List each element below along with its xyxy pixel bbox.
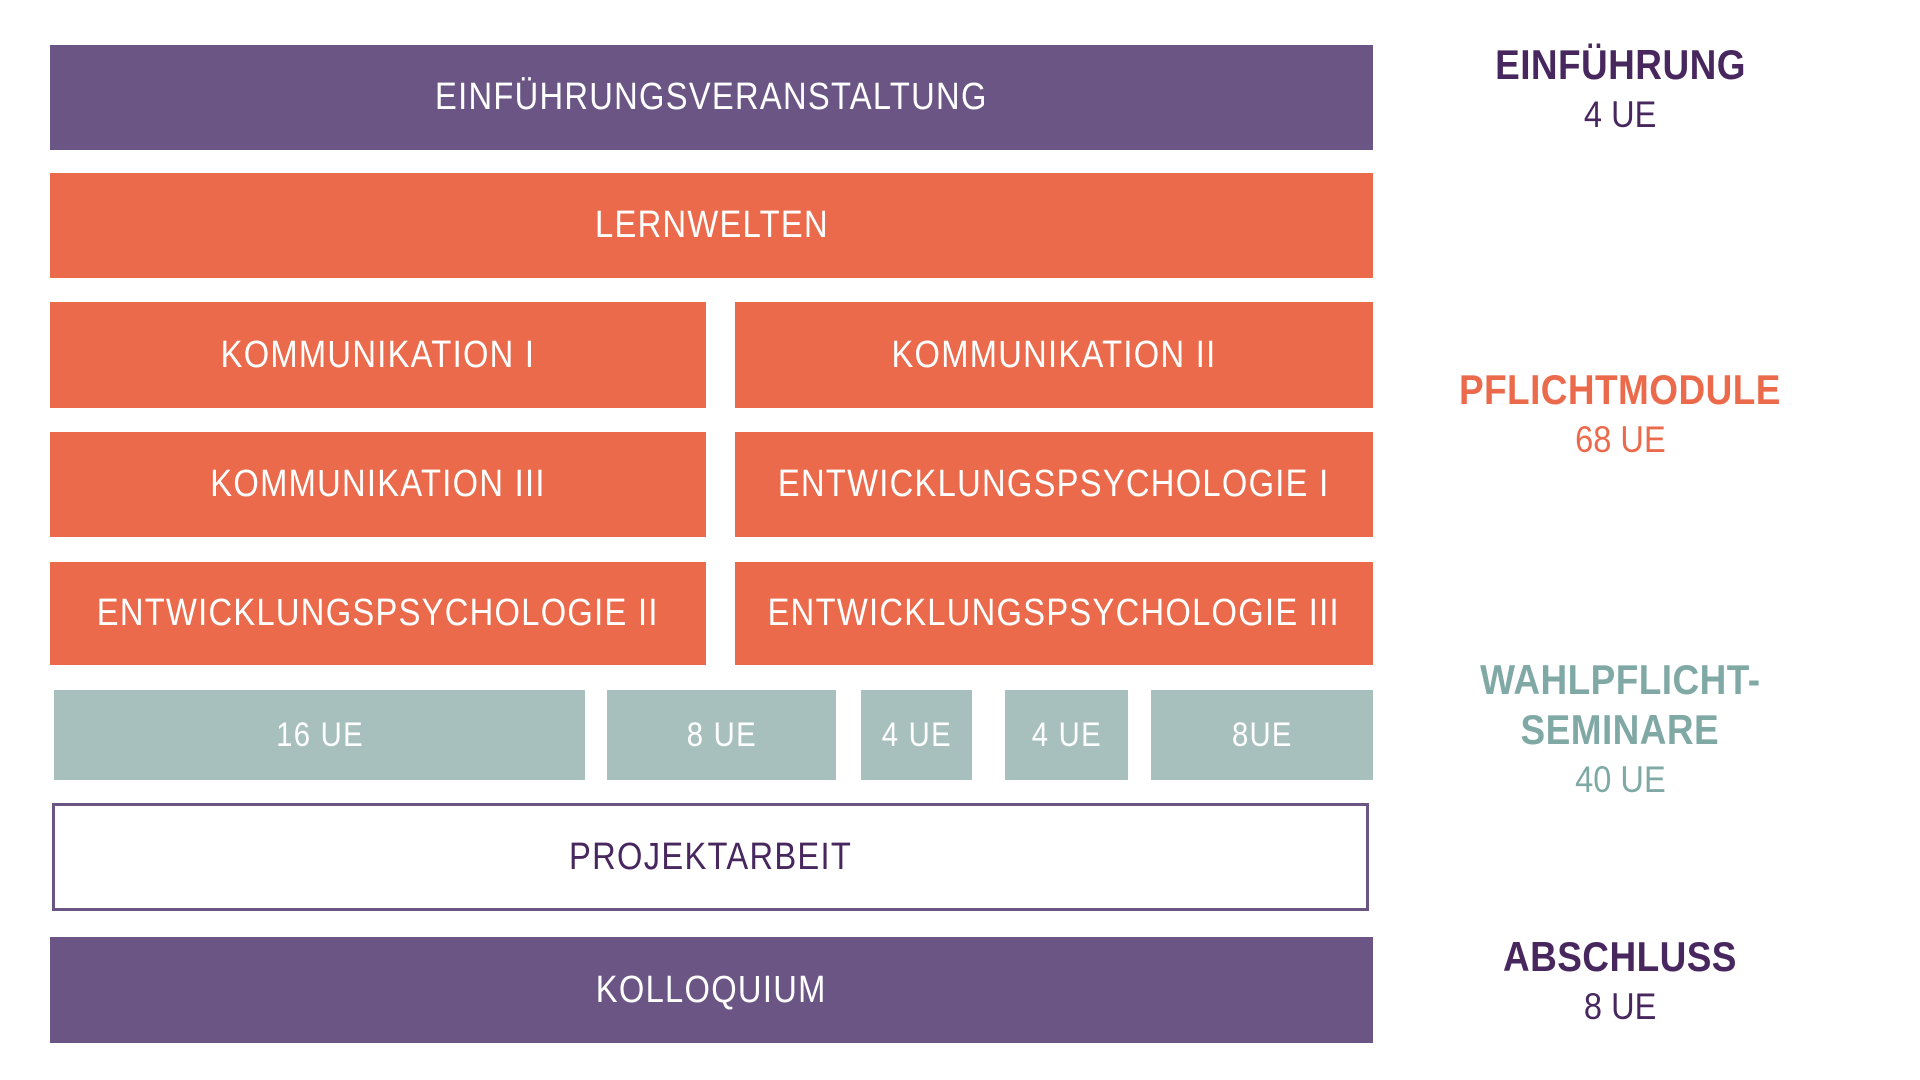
legend-wahlpflicht-hours: 40 UE (1400, 755, 1840, 805)
bar-kommunikation-3-label: KOMMUNIKATION III (210, 463, 546, 505)
legend-abschluss-title-text: ABSCHLUSS (1503, 933, 1737, 980)
seminar-box-4ue-a-label: 4 UE (881, 715, 952, 754)
legend-abschluss-hours-text: 8 UE (1583, 986, 1657, 1027)
bar-kommunikation-3: KOMMUNIKATION III (50, 432, 706, 537)
legend-pflichtmodule-title: PFLICHTMODULE (1400, 365, 1840, 415)
legend-wahlpflicht-title-line2: SEMINARE (1400, 705, 1840, 755)
bar-entwicklungspsychologie-3: ENTWICKLUNGSPSYCHOLOGIE III (735, 562, 1373, 665)
seminar-box-16ue-label: 16 UE (275, 715, 364, 754)
seminar-box-8ue-a-label: 8 UE (686, 715, 757, 754)
seminar-box-4ue-a: 4 UE (861, 690, 972, 780)
legend-wahlpflicht-seminare: WAHLPFLICHT- SEMINARE 40 UE (1400, 655, 1840, 805)
seminar-box-4ue-b-label: 4 UE (1031, 715, 1102, 754)
legend-einfuehrung-title: EINFÜHRUNG (1400, 40, 1840, 90)
legend-wahlpflicht-title-line1-text: WAHLPFLICHT- (1479, 656, 1761, 703)
bar-entwicklungspsychologie-2: ENTWICKLUNGSPSYCHOLOGIE II (50, 562, 706, 665)
seminar-box-8ue-b: 8UE (1151, 690, 1373, 780)
bar-kommunikation-1-label: KOMMUNIKATION I (220, 333, 536, 376)
bar-entwicklungspsychologie-2-label: ENTWICKLUNGSPSYCHOLOGIE II (97, 592, 659, 634)
legend-wahlpflicht-title-line2-text: SEMINARE (1520, 706, 1720, 753)
bar-einfuehrungsveranstaltung-label: EINFÜHRUNGSVERANSTALTUNG (435, 76, 988, 118)
legend-pflichtmodule: PFLICHTMODULE 68 UE (1400, 365, 1840, 465)
legend-wahlpflicht-title-line1: WAHLPFLICHT- (1400, 655, 1840, 705)
bar-entwicklungspsychologie-1-label: ENTWICKLUNGSPSYCHOLOGIE I (778, 463, 1330, 505)
bar-kommunikation-2-label: KOMMUNIKATION II (891, 333, 1217, 376)
legend-einfuehrung-hours: 4 UE (1400, 90, 1840, 140)
bar-entwicklungspsychologie-1: ENTWICKLUNGSPSYCHOLOGIE I (735, 432, 1373, 537)
bar-lernwelten-label: LERNWELTEN (594, 204, 829, 246)
seminar-box-16ue: 16 UE (54, 690, 585, 780)
seminar-box-8ue-b-label: 8UE (1231, 715, 1293, 754)
bar-kommunikation-2: KOMMUNIKATION II (735, 302, 1373, 408)
legend-einfuehrung-title-text: EINFÜHRUNG (1494, 41, 1746, 88)
bar-entwicklungspsychologie-3-label: ENTWICKLUNGSPSYCHOLOGIE III (767, 592, 1341, 634)
bar-einfuehrungsveranstaltung: EINFÜHRUNGSVERANSTALTUNG (50, 45, 1373, 150)
bar-kolloquium: KOLLOQUIUM (50, 937, 1373, 1043)
legend-abschluss: ABSCHLUSS 8 UE (1400, 932, 1840, 1032)
legend-abschluss-hours: 8 UE (1400, 982, 1840, 1032)
legend-abschluss-title: ABSCHLUSS (1400, 932, 1840, 982)
legend-wahlpflicht-hours-text: 40 UE (1574, 759, 1666, 800)
bar-projektarbeit: PROJEKTARBEIT (52, 803, 1369, 911)
bar-kolloquium-label: KOLLOQUIUM (596, 968, 827, 1011)
seminar-box-8ue-a: 8 UE (607, 690, 836, 780)
legend-pflichtmodule-hours: 68 UE (1400, 415, 1840, 465)
bar-lernwelten: LERNWELTEN (50, 173, 1373, 278)
legend-einfuehrung-hours-text: 4 UE (1583, 94, 1657, 135)
bar-kommunikation-1: KOMMUNIKATION I (50, 302, 706, 408)
legend-pflichtmodule-title-text: PFLICHTMODULE (1459, 366, 1781, 413)
legend-einfuehrung: EINFÜHRUNG 4 UE (1400, 40, 1840, 140)
legend-pflichtmodule-hours-text: 68 UE (1574, 419, 1666, 460)
bar-projektarbeit-label: PROJEKTARBEIT (568, 835, 853, 878)
seminar-box-4ue-b: 4 UE (1005, 690, 1128, 780)
